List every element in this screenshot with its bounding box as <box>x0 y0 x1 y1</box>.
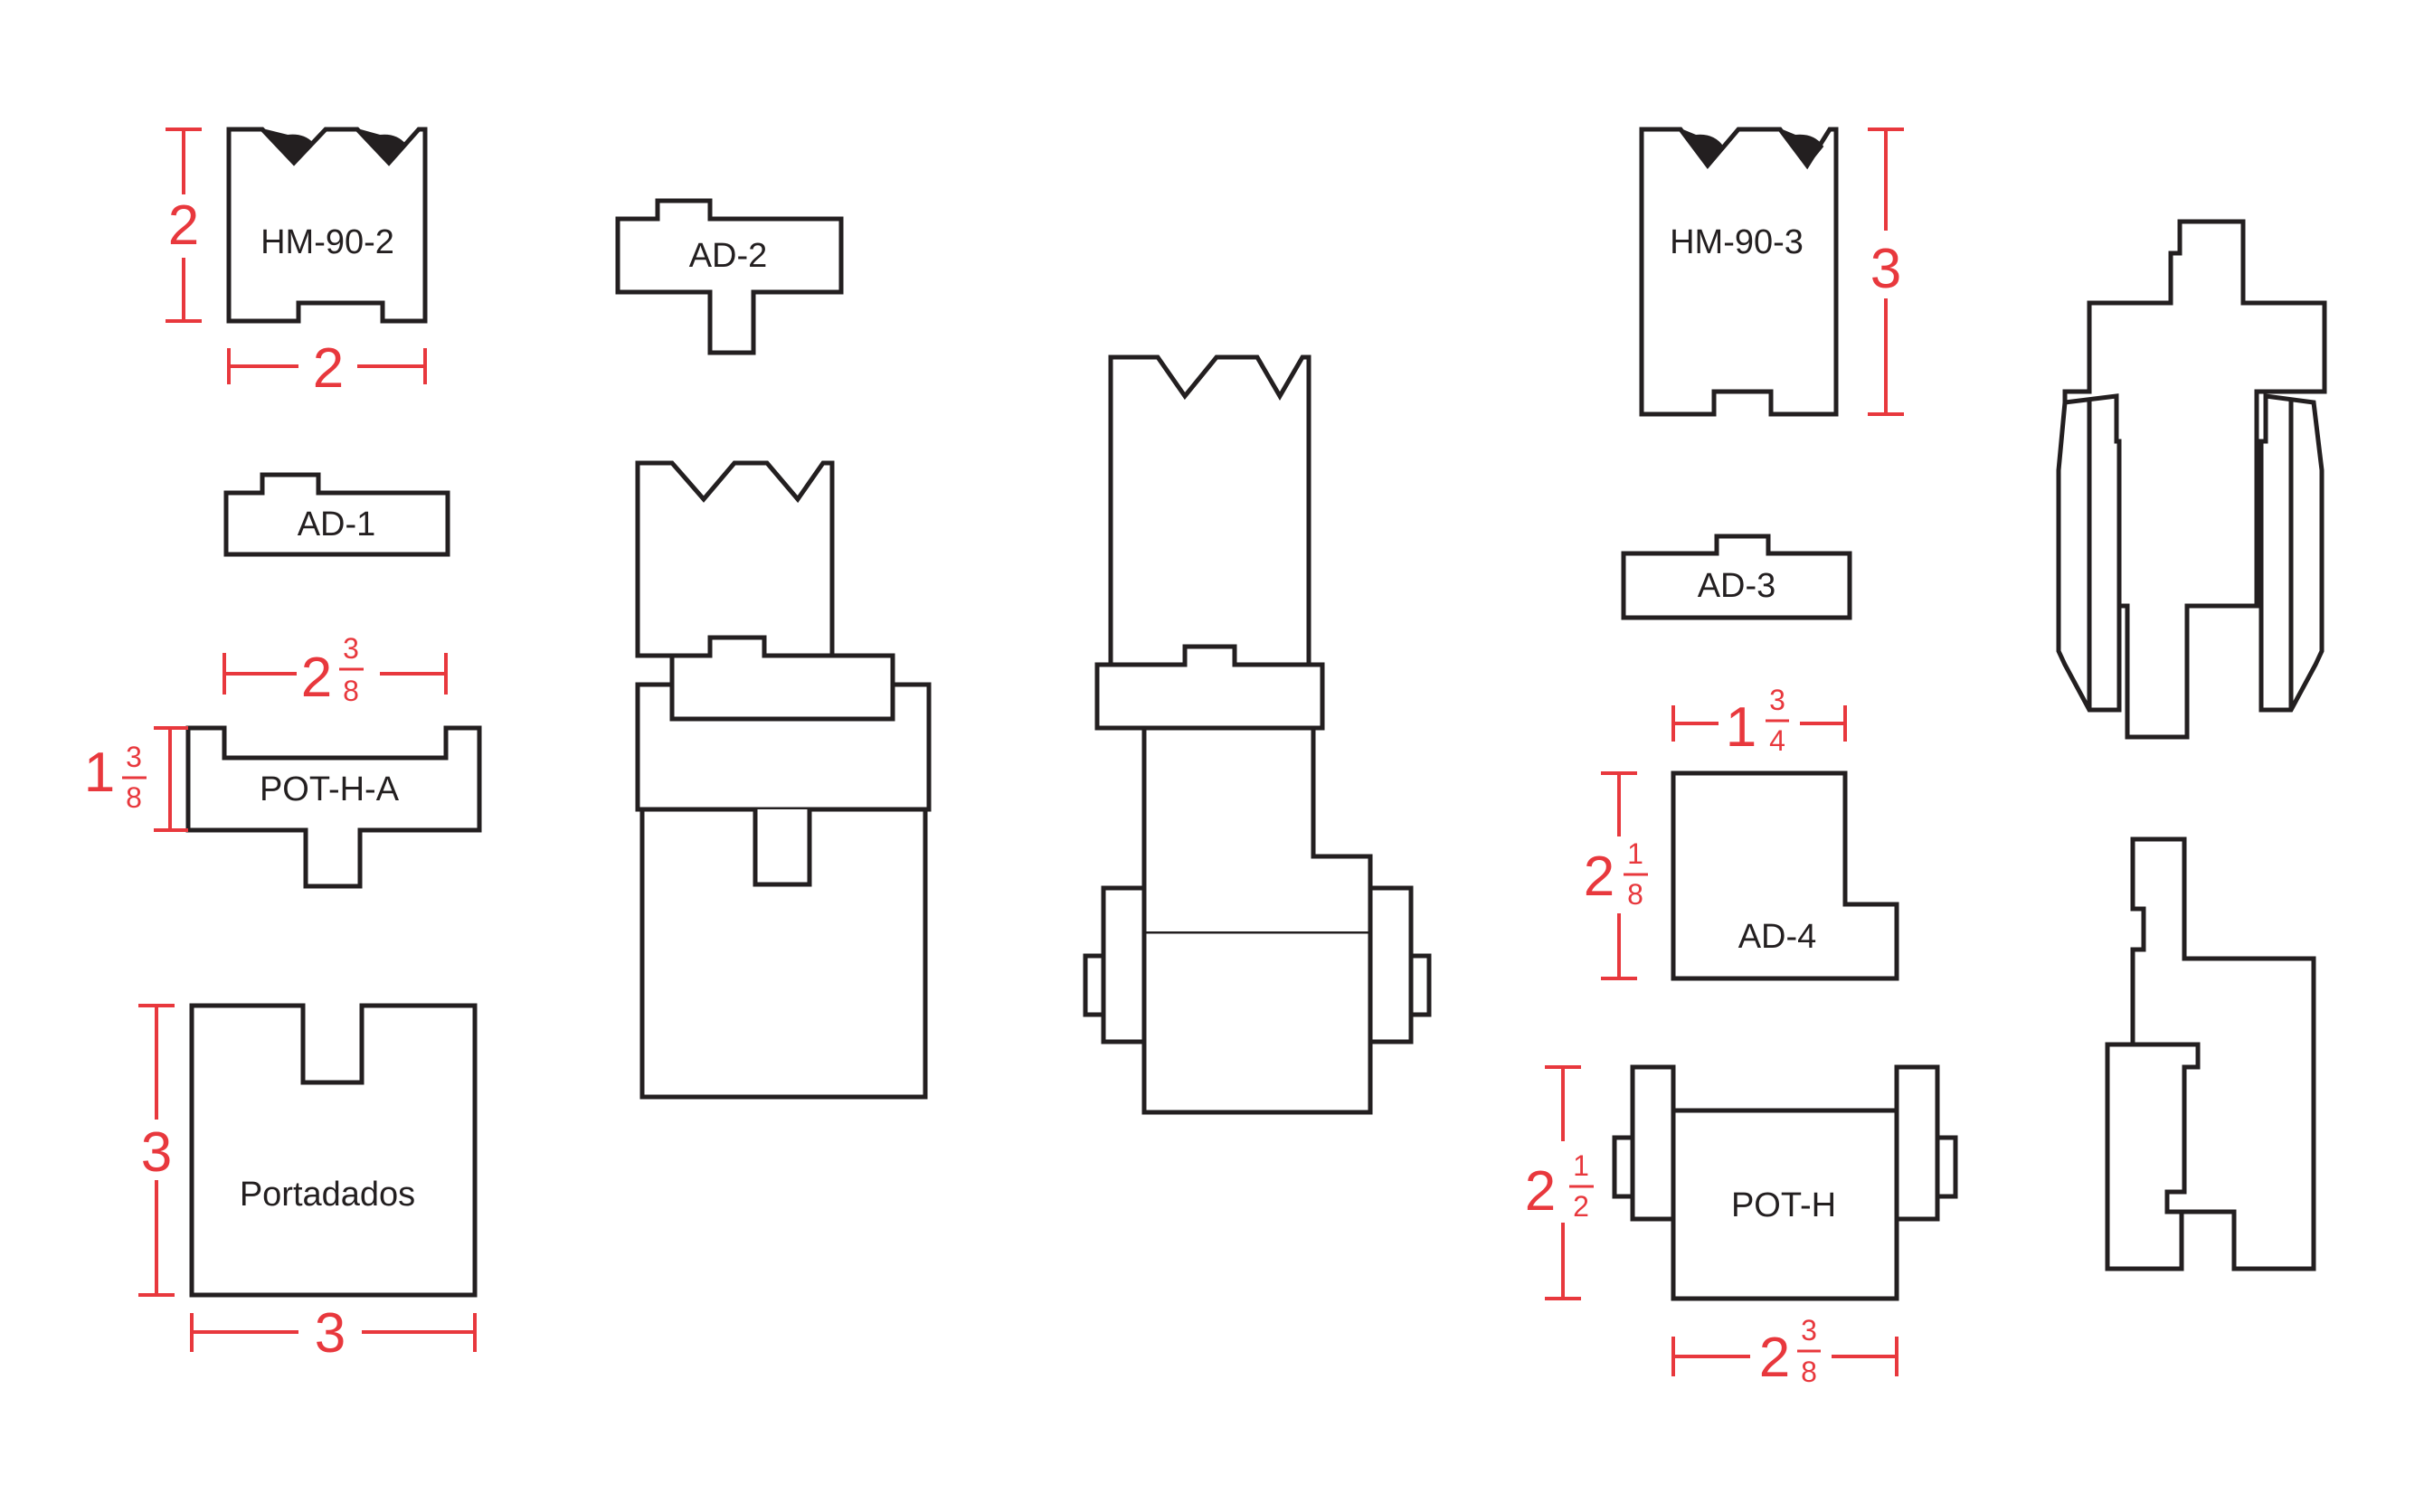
label-hm-90-2: HM-90-2 <box>260 223 394 261</box>
dimension-numerator: 1 <box>1627 837 1643 870</box>
dimension-hm-90-2-height: 2 <box>166 128 202 323</box>
part-hm-90-3: HM-90-3 <box>1639 127 1839 417</box>
dimension-whole: 2 <box>1759 1327 1790 1389</box>
dimension-pot-h-a-height: 1 3 8 <box>84 726 188 832</box>
label-portadados: Portadados <box>240 1176 415 1214</box>
dimension-denominator: 2 <box>1573 1190 1589 1223</box>
assembly-portadados-stack <box>635 460 932 1100</box>
part-clamp-side-view <box>2105 836 2316 1271</box>
dimension-whole: 2 <box>1584 846 1614 908</box>
part-ad-4: AD-4 <box>1671 770 1899 981</box>
dimension-value: 3 <box>1870 238 1901 300</box>
dimension-whole: 1 <box>84 742 115 804</box>
label-pot-h-a: POT-H-A <box>260 770 400 808</box>
part-ad-3: AD-3 <box>1621 534 1852 620</box>
dimension-denominator: 8 <box>343 675 359 707</box>
part-pot-h: POT-H <box>1612 1064 1958 1301</box>
dimension-value: 2 <box>313 337 344 400</box>
dimension-value: 2 <box>168 194 199 257</box>
dimension-value: 3 <box>141 1121 172 1184</box>
dimension-numerator: 3 <box>126 741 142 773</box>
label-ad-3: AD-3 <box>1698 567 1776 605</box>
part-portadados: Portadados <box>189 1003 478 1298</box>
part-clamp-front-view <box>2056 219 2327 740</box>
dimension-pot-h-a-width: 2 3 8 <box>223 632 448 709</box>
dimension-pot-h-width: 2 3 8 <box>1671 1314 1898 1389</box>
dimension-numerator: 1 <box>1573 1149 1589 1182</box>
dimension-portadados-width: 3 <box>190 1302 477 1365</box>
dimension-denominator: 8 <box>126 781 142 814</box>
label-ad-4: AD-4 <box>1738 918 1817 956</box>
dimension-denominator: 4 <box>1769 724 1785 757</box>
dimension-denominator: 8 <box>1627 878 1643 911</box>
label-hm-90-3: HM-90-3 <box>1670 223 1804 261</box>
part-hm-90-2: HM-90-2 <box>226 127 428 324</box>
dimension-pot-h-height: 2 1 2 <box>1525 1065 1594 1300</box>
dimension-hm-90-3-height: 3 <box>1868 128 1904 416</box>
dimension-whole: 1 <box>1726 696 1756 759</box>
part-ad-1: AD-1 <box>223 472 450 557</box>
dimension-portadados-height: 3 <box>138 1004 175 1297</box>
dimension-whole: 2 <box>301 647 332 709</box>
part-ad-2: AD-2 <box>615 198 844 355</box>
label-pot-h: POT-H <box>1731 1186 1836 1224</box>
label-ad-2: AD-2 <box>689 237 768 275</box>
part-pot-h-a: POT-H-A <box>185 725 482 889</box>
label-ad-1: AD-1 <box>298 506 376 543</box>
dimension-hm-90-2-width: 2 <box>227 337 427 400</box>
dimension-value: 3 <box>315 1302 346 1365</box>
dimension-whole: 2 <box>1525 1160 1556 1223</box>
dimension-numerator: 3 <box>1801 1314 1817 1347</box>
dimension-denominator: 8 <box>1801 1356 1817 1388</box>
dimension-numerator: 3 <box>1769 684 1785 716</box>
assembly-pot-h-stack <box>1083 354 1432 1115</box>
dimension-numerator: 3 <box>343 632 359 665</box>
dimension-ad-4-width: 1 3 4 <box>1671 684 1847 759</box>
dimension-ad-4-height: 2 1 8 <box>1584 771 1648 980</box>
